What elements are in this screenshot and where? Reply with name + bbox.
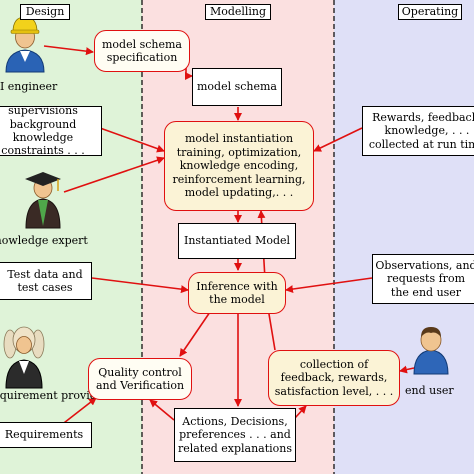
arrow-rewards-to-instantiation (313, 127, 363, 152)
ai-engineer-label: AI engineer (0, 80, 58, 93)
end-user-icon (413, 327, 449, 375)
knowledge-expert-label: knowledge expert (0, 234, 88, 247)
arrow-engineer-to-spec (43, 45, 94, 56)
arrow-testdata-to-inference (91, 277, 189, 294)
requirement-provider-label: requirement provider (0, 389, 109, 402)
arrow-requirements-to-quality (59, 397, 97, 427)
arrow-expert-to-instantiation (63, 156, 165, 193)
observations-box: Observations, and requests from the end … (372, 254, 474, 304)
arrow-actions-to-quality (149, 399, 175, 421)
arrow-enduser-to-collection (399, 365, 415, 374)
design-header: Design (20, 4, 70, 20)
modelling-header: Modelling (205, 4, 271, 20)
instantiated-model-box: Instantiated Model (178, 223, 296, 259)
arrow-observations-to-inference (285, 277, 373, 293)
arrow-supervisions-to-instantiation (99, 127, 165, 153)
actions-box: Actions, Decisions, preferences . . . an… (174, 408, 296, 462)
quality-control-box: Quality control and Verification (88, 358, 192, 400)
arrow-actions-to-collection (294, 405, 307, 419)
judge-icon (3, 326, 45, 389)
requirements-box: Requirements (0, 422, 92, 448)
test-data-box: Test data and test cases (0, 262, 92, 300)
rewards-box: Rewards, feedback, knowledge, . . . coll… (362, 106, 474, 156)
model-schema-box: model schema (192, 68, 282, 106)
ai-engineer-icon (5, 16, 45, 73)
operating-header: Operating (398, 4, 462, 20)
arrow-inference-to-quality (179, 311, 211, 357)
model-instantiation-box: model instantiation training, optimizati… (164, 121, 314, 211)
end-user-label: end user (405, 384, 454, 397)
inference-box: Inference with the model (188, 272, 286, 314)
collection-box: collection of feedback, rewards, satisfa… (268, 350, 400, 406)
supervisions-box: supervisions background knowledge constr… (0, 106, 102, 156)
model-schema-spec-box: model schema specification (94, 30, 190, 72)
graduate-icon (25, 172, 61, 229)
